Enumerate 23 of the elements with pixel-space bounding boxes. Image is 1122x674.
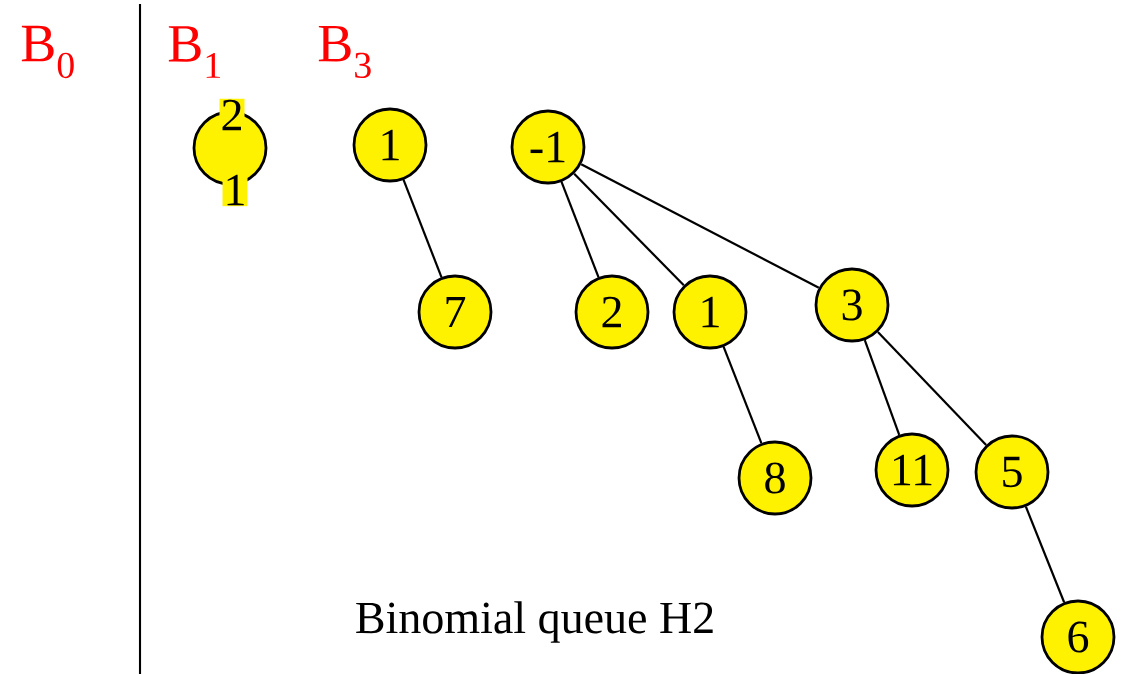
- tree-node: 3: [814, 267, 890, 343]
- tree-order-label: B$_{3}$: [318, 25, 371, 79]
- caption-text: Binomial queue H2: [356, 601, 713, 643]
- tree-edge: [1024, 506, 1066, 603]
- tree-edge: [877, 331, 987, 446]
- tree-node: 2 1: [192, 98, 268, 207]
- tree-node: 11: [874, 432, 950, 508]
- tree-node: 1: [352, 107, 428, 183]
- tree-node: -1: [510, 109, 586, 185]
- tree-edge: [863, 339, 901, 436]
- tree-node: 2: [574, 274, 650, 350]
- tree-order-label: B$_{0}$: [21, 25, 74, 79]
- tree-edge: [573, 172, 685, 287]
- tree-edge: [722, 346, 763, 444]
- tree-edge: [560, 181, 600, 278]
- tree-edge: [580, 163, 820, 289]
- tree-order-label: B$_{1}$: [168, 26, 220, 78]
- tree-node: 8: [737, 440, 813, 516]
- tree-edge: [402, 179, 443, 278]
- tree-node: 1: [672, 274, 748, 350]
- tree-node: 6: [1040, 599, 1116, 674]
- tree-node: 7: [417, 274, 493, 350]
- tree-node: 5: [974, 434, 1050, 510]
